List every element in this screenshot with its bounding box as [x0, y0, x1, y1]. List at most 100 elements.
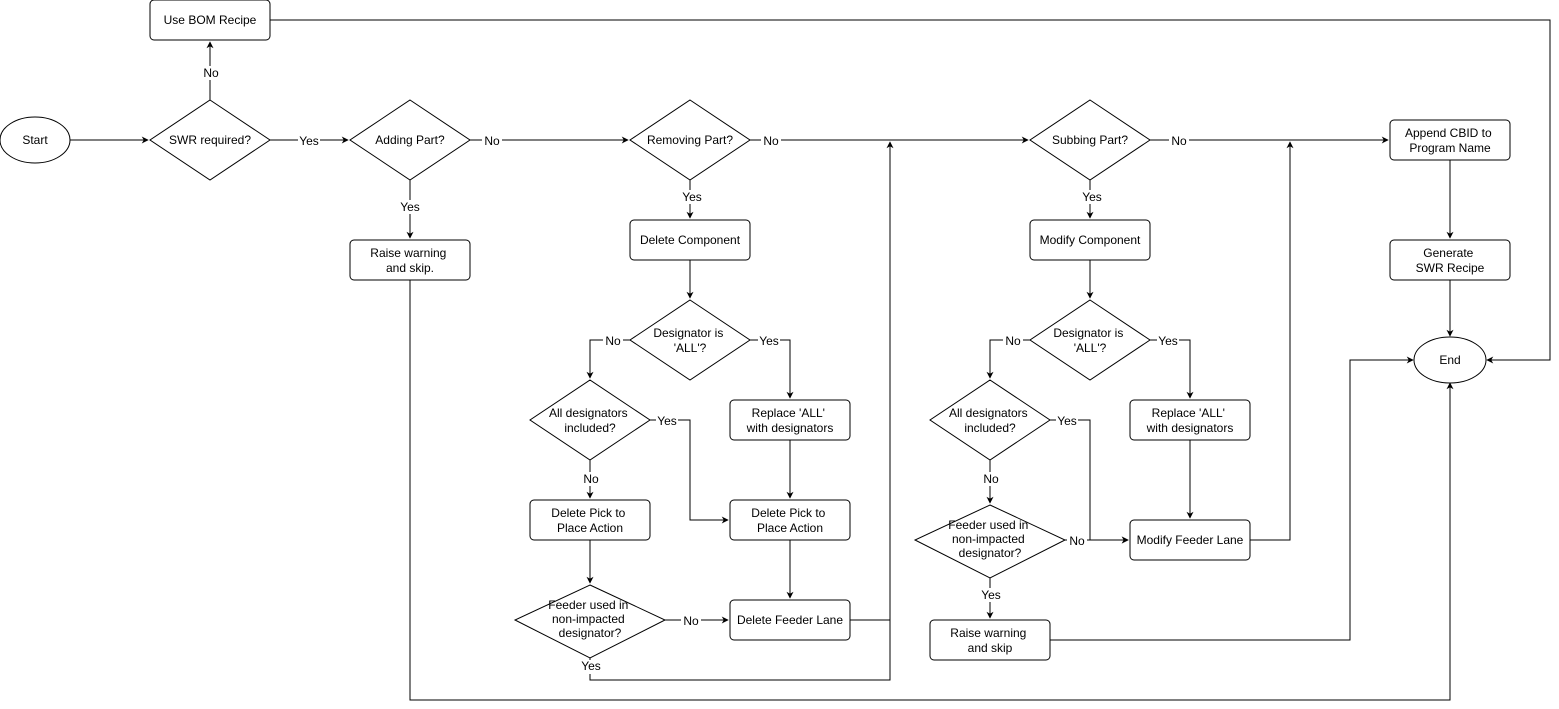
removing-part-node [629, 99, 751, 181]
label-subbing-no: No [1171, 134, 1187, 148]
label-bg [298, 134, 320, 148]
designator-all-1-node [629, 299, 751, 381]
edge-modfeeder-merge [1250, 141, 1294, 541]
edge-bom-end [270, 19, 1551, 364]
append-cbid-node [1389, 119, 1511, 161]
raise-warning-2-node [929, 619, 1051, 661]
edge-warning-end [409, 280, 1454, 701]
modify-feeder-node [1129, 519, 1251, 561]
delete-feeder-node [729, 599, 851, 641]
label-bg [200, 66, 220, 80]
delete-component-label: Delete Component [640, 233, 741, 247]
label-bg [1056, 414, 1078, 428]
edge-allinc2-yes [1050, 419, 1129, 544]
label-bg [581, 472, 601, 486]
raise-warning-2-label: Raise warning and skip [950, 626, 1029, 655]
label-adding-yes: Yes [400, 200, 420, 214]
label-bg [1003, 334, 1023, 348]
use-bom-label: Use BOM Recipe [164, 13, 257, 27]
modify-component-label: Modify Component [1040, 233, 1141, 247]
label-subbing-yes: Yes [1082, 190, 1102, 204]
end-label: End [1439, 353, 1460, 367]
raise-warning-label: Raise warning and skip. [370, 246, 449, 275]
edges [70, 19, 1551, 701]
edge-warning2-end [1050, 356, 1414, 641]
all-included-2-node [929, 379, 1051, 461]
subbing-part-node [1029, 99, 1151, 181]
subbing-part-label: Subbing Part? [1052, 133, 1128, 147]
all-included-2-label: All designators included? [949, 406, 1031, 435]
label-bg [603, 334, 623, 348]
label-bg [482, 134, 502, 148]
edge-allinc1-yes [650, 419, 729, 524]
label-bg [758, 334, 780, 348]
nodes: Start Use BOM Recipe SWR required? Addin… [0, 0, 1511, 661]
label-feeder1-no: No [683, 614, 699, 628]
start-label: Start [22, 133, 48, 147]
label-allinc1-yes: Yes [657, 414, 677, 428]
delete-pick-2-label: Delete Pick to Place Action [751, 506, 828, 535]
label-swr-yes: Yes [299, 134, 319, 148]
removing-part-label: Removing Part? [647, 133, 733, 147]
edge-labels: No Yes No Yes No Yes No Yes Yes No No Ye… [200, 66, 1189, 674]
label-bg [580, 660, 602, 674]
replace-all-2-label: Replace 'ALL' with designators [1146, 406, 1234, 435]
replace-all-1-label: Replace 'ALL' with designators [746, 406, 834, 435]
delete-feeder-label: Delete Feeder Lane [737, 613, 843, 627]
label-bg [681, 614, 701, 628]
label-bg [761, 134, 781, 148]
label-bg [980, 588, 1002, 602]
delete-pick-2-node [729, 499, 851, 541]
adding-part-node [349, 99, 471, 181]
designator-all-2-label: Designator is 'ALL'? [1053, 326, 1126, 355]
label-adding-no: No [484, 134, 500, 148]
label-desig1-no: No [605, 334, 621, 348]
label-removing-no: No [763, 134, 779, 148]
label-removing-yes: Yes [682, 190, 702, 204]
swr-required-label: SWR required? [169, 133, 251, 147]
modify-component-node [1029, 219, 1151, 261]
delete-component-node [629, 219, 751, 261]
label-feeder2-no: No [1069, 534, 1085, 548]
edge-desig1-yes [750, 339, 794, 399]
modify-feeder-label: Modify Feeder Lane [1137, 533, 1244, 547]
label-feeder2-yes: Yes [981, 588, 1001, 602]
label-allinc1-no: No [583, 472, 599, 486]
label-desig2-no: No [1005, 334, 1021, 348]
replace-all-1-node [729, 399, 851, 441]
append-cbid-label: Append CBID to Program Name [1405, 126, 1495, 155]
label-bg [981, 472, 1001, 486]
replace-all-2-node [1129, 399, 1251, 441]
all-included-1-label: All designators included? [549, 406, 631, 435]
designator-all-1-label: Designator is 'ALL'? [653, 326, 726, 355]
delete-pick-1-label: Delete Pick to Place Action [551, 506, 628, 535]
edge-delfeeder-merge [850, 141, 894, 621]
label-bg [1067, 534, 1087, 548]
raise-warning-node [349, 239, 471, 281]
label-desig2-yes: Yes [1158, 334, 1178, 348]
feeder-used-1-label: Feeder used in non-impacted designator? [548, 598, 631, 640]
use-bom-node [149, 0, 271, 41]
start-node [0, 116, 71, 164]
label-bg [656, 414, 678, 428]
feeder-used-2-label: Feeder used in non-impacted designator? [948, 518, 1031, 560]
designator-all-2-node [1029, 299, 1151, 381]
delete-pick-1-node [529, 499, 651, 541]
label-allinc2-no: No [983, 472, 999, 486]
label-desig1-yes: Yes [759, 334, 779, 348]
generate-swr-node [1389, 239, 1511, 281]
label-allinc2-yes: Yes [1057, 414, 1077, 428]
label-bg [1157, 334, 1179, 348]
feeder-used-1-node [513, 584, 667, 659]
label-swr-no: No [203, 66, 219, 80]
label-bg [1081, 190, 1103, 204]
all-included-1-node [529, 379, 651, 461]
label-bg [681, 190, 703, 204]
end-node [1413, 336, 1487, 384]
feeder-used-2-node [913, 504, 1067, 579]
label-bg [399, 200, 421, 214]
generate-swr-label: Generate SWR Recipe [1416, 246, 1485, 275]
edge-desig2-yes [1150, 339, 1194, 399]
label-feeder1-yes: Yes [581, 659, 601, 673]
